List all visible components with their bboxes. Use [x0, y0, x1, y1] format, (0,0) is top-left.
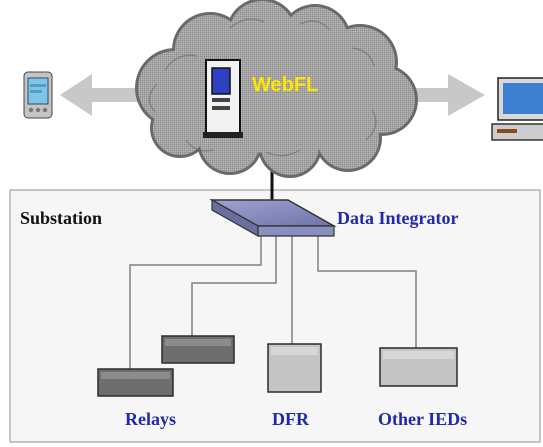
connector-wires — [129, 236, 417, 370]
relays-label: Relays — [125, 409, 176, 429]
other-ieds-label: Other IEDs — [378, 409, 467, 429]
substation-title: Substation — [20, 208, 102, 228]
other-ieds-device — [379, 347, 458, 387]
pda-icon — [23, 71, 53, 119]
data-integrator-hub — [209, 198, 337, 238]
server-tower-icon — [203, 59, 243, 138]
webfl-label: WebFL — [252, 74, 318, 96]
desktop-computer-icon — [491, 77, 543, 141]
dfr-label: DFR — [272, 409, 310, 429]
data-integrator-label: Data Integrator — [337, 208, 458, 228]
dfr-device — [267, 343, 322, 393]
relay-device-lower — [97, 368, 174, 397]
relay-device-upper — [161, 335, 235, 364]
arrow-left — [60, 74, 148, 116]
